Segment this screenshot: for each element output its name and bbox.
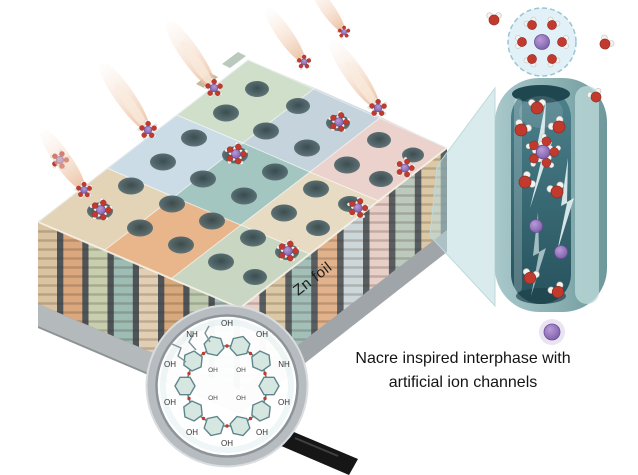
magnifier-lens <box>151 310 303 462</box>
zn-ion-center <box>534 34 550 50</box>
ion-channel <box>495 78 607 345</box>
hydroxyl-label: OH <box>164 398 176 407</box>
lightning-icon <box>531 212 546 296</box>
zn-ion-exiting <box>539 319 565 345</box>
magnifier-rim-inner <box>155 314 299 458</box>
lens-reflection <box>160 319 294 453</box>
hydroxyl-label: OH <box>208 367 218 374</box>
hydroxyl-label: OH <box>256 330 268 339</box>
hydroxyl-label: OH <box>236 367 246 374</box>
ion-flux-comet <box>98 60 162 144</box>
ion-flux-comet <box>309 0 354 42</box>
hydroxyl-label: OH <box>256 428 268 437</box>
magnifier-rim-outer <box>145 304 309 468</box>
magnifier-handle <box>272 427 358 475</box>
hydroxyl-label: OH <box>208 395 218 402</box>
bore-highlight <box>514 98 522 292</box>
ion-flux-comets <box>39 0 392 203</box>
hydroxyl-label: OH <box>186 428 198 437</box>
hydroxyl-label: OH <box>221 319 233 328</box>
hydroxyl-label: OH <box>221 439 233 448</box>
hydrated-ion-inset <box>486 7 616 105</box>
caption: Nacre inspired interphase with artificia… <box>355 350 570 391</box>
amine-label: NH <box>278 360 290 369</box>
ion-flux-comet <box>328 38 392 122</box>
back-rim-highlight <box>37 59 448 223</box>
ion-flux-comet <box>264 6 316 73</box>
channel-opening-top <box>512 85 570 103</box>
magnifier: OH OH NH OH OH OH OH OH OH NH OH OH OH O… <box>145 304 358 475</box>
molecule-labels: OH OH NH OH OH OH OH OH OH NH OH OH OH O… <box>164 319 290 448</box>
channel-contents <box>510 99 570 302</box>
magnifier-rim <box>146 305 308 467</box>
ion-flux-comet <box>39 127 97 203</box>
hydroxyl-label: OH <box>278 398 290 407</box>
chitosan-ring: OH OH NH OH OH OH OH OH OH NH OH OH OH O… <box>164 319 290 448</box>
hydroxyl-label: OH <box>164 360 176 369</box>
ion-flux-comet <box>164 18 228 102</box>
caption-line-2: artificial ion channels <box>389 374 538 391</box>
back-edge-tower <box>222 52 246 68</box>
zoom-cone <box>429 86 496 308</box>
zn-ion <box>529 219 543 233</box>
hydroxyl-label: OH <box>236 395 246 402</box>
alkyl-chains <box>171 325 211 363</box>
zn-ion <box>554 245 568 259</box>
channel-cut-edge <box>575 86 599 304</box>
caption-line-1: Nacre inspired interphase with <box>355 350 570 367</box>
glycosidic-oxygens <box>187 344 267 428</box>
lightning-icon <box>557 158 574 252</box>
amine-label: NH <box>186 330 198 339</box>
